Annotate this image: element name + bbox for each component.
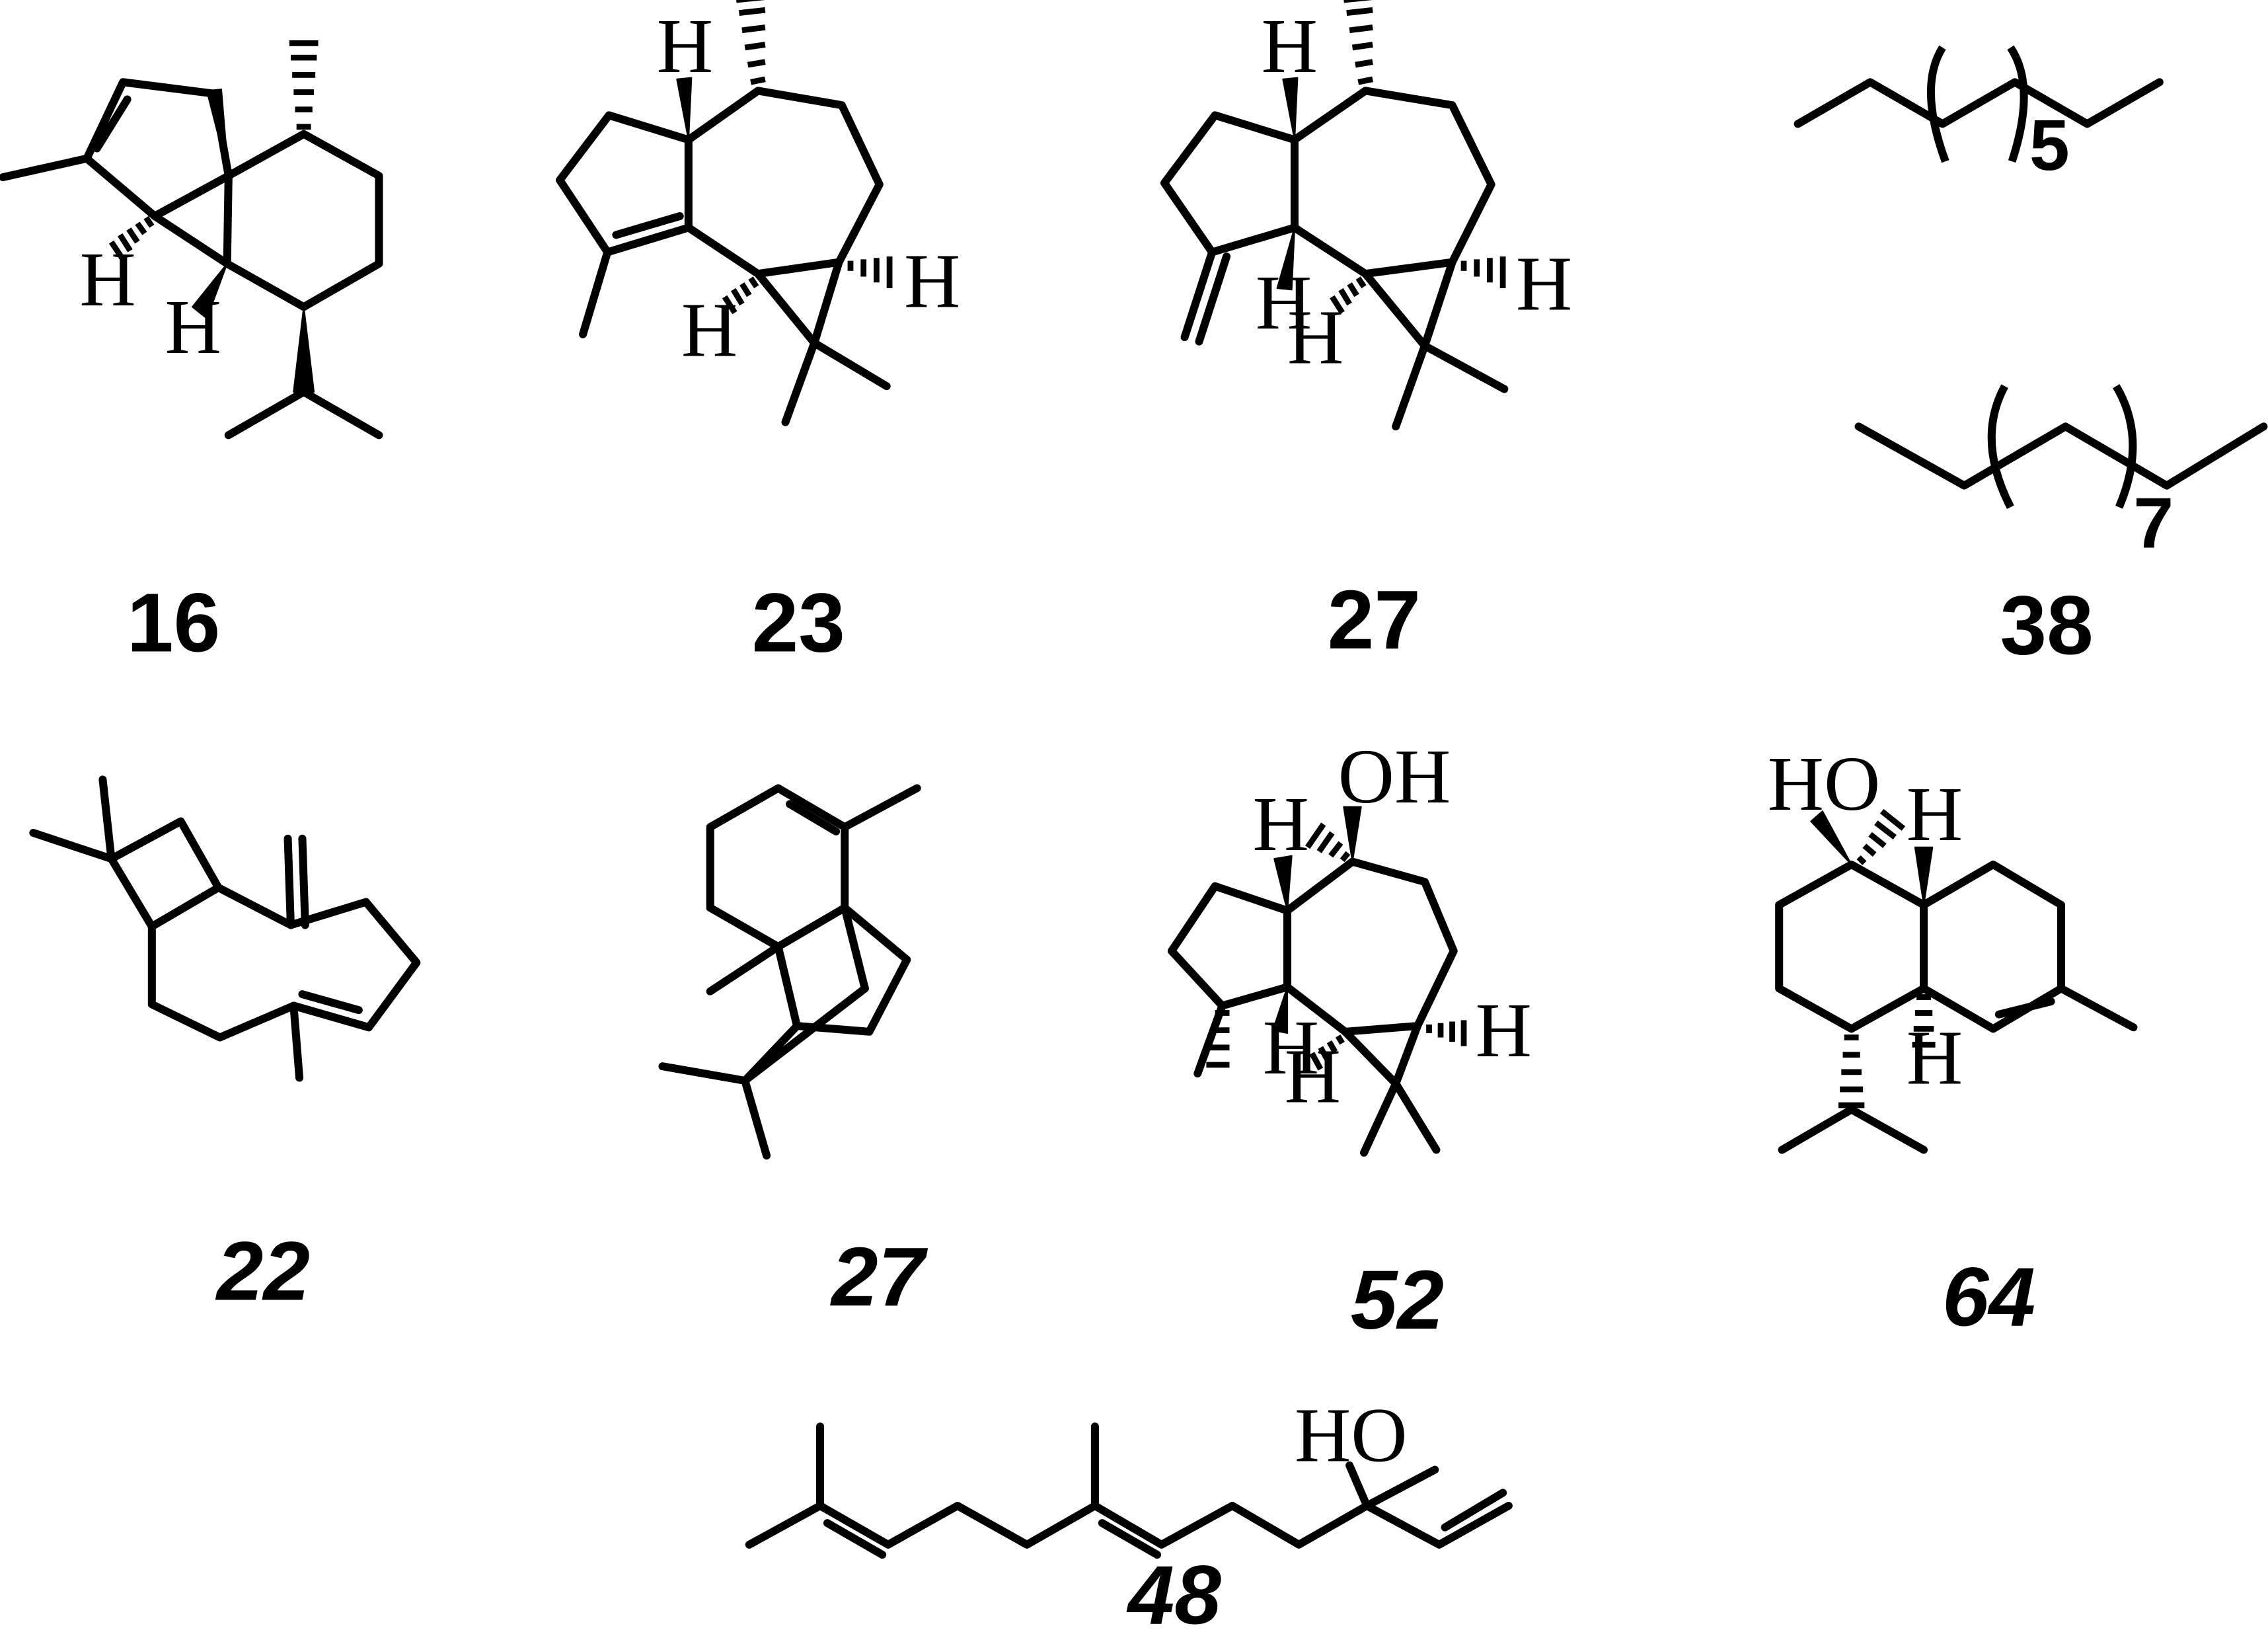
atom-label: HO <box>1768 740 1881 827</box>
molecule-64: HO H H <box>1768 740 2138 1154</box>
atom-label: H <box>681 287 737 373</box>
hashed-bond <box>1206 1010 1230 1068</box>
hashed-bond <box>847 256 893 288</box>
compound-label: 16 <box>127 576 220 670</box>
compound-label: 27 <box>1328 572 1421 666</box>
molecule-23: H H H H <box>556 0 960 426</box>
compound-label: 38 <box>2000 578 2094 672</box>
hashed-bond <box>1309 1034 1345 1071</box>
atom-label: H <box>657 3 713 89</box>
atom-label: H <box>1263 1004 1319 1091</box>
hashed-bond <box>1856 808 1906 865</box>
hashed-bond <box>289 40 319 130</box>
atom-label: H <box>904 238 960 325</box>
atom-label: H <box>1252 781 1308 867</box>
atom-label: H <box>1476 987 1532 1073</box>
hashed-bond <box>722 276 759 315</box>
repeat-count: 5 <box>2029 105 2070 186</box>
atom-label: H <box>79 236 135 323</box>
hashed-bond <box>1838 1034 1865 1109</box>
hashed-bond <box>736 0 766 85</box>
molecule-27-bottom <box>658 784 921 1160</box>
compound-label: 48 <box>1126 1548 1222 1634</box>
atom-label: H <box>1287 294 1343 381</box>
hashed-bond <box>1343 0 1374 85</box>
compound-label: 23 <box>752 576 845 670</box>
atom-label: H <box>1907 1014 1963 1101</box>
atom-label: HO <box>1295 1392 1408 1479</box>
molecule-16: H H <box>0 40 383 440</box>
atom-label: H <box>1285 1033 1341 1120</box>
molecule-52: OH H H H H <box>1167 733 1532 1157</box>
atom-label: H <box>165 284 221 370</box>
hashed-bond <box>1912 994 1936 1048</box>
atom-label: H <box>1516 241 1572 327</box>
repeat-count: 7 <box>2133 483 2174 564</box>
hashed-bond <box>108 215 155 261</box>
hashed-bond <box>1330 276 1367 315</box>
compound-label: 64 <box>1942 1250 2035 1344</box>
compound-label: 52 <box>1351 1253 1444 1346</box>
hashed-bond <box>1426 1020 1467 1046</box>
compound-label: 27 <box>830 1229 928 1323</box>
compound-label: 22 <box>215 1224 310 1317</box>
atom-label: H <box>1262 3 1318 89</box>
atom-label: OH <box>1338 733 1451 820</box>
hashed-bond <box>1305 822 1351 863</box>
molecule-22 <box>29 775 421 1082</box>
molecule-27-top: H H H H <box>1160 0 1572 431</box>
atom-label: H <box>1907 771 1963 857</box>
atom-label: H <box>1256 259 1312 346</box>
molecule-48: HO <box>745 1392 1513 1559</box>
hashed-bond <box>1460 256 1506 288</box>
molecule-38: 5 7 <box>1794 45 2268 564</box>
